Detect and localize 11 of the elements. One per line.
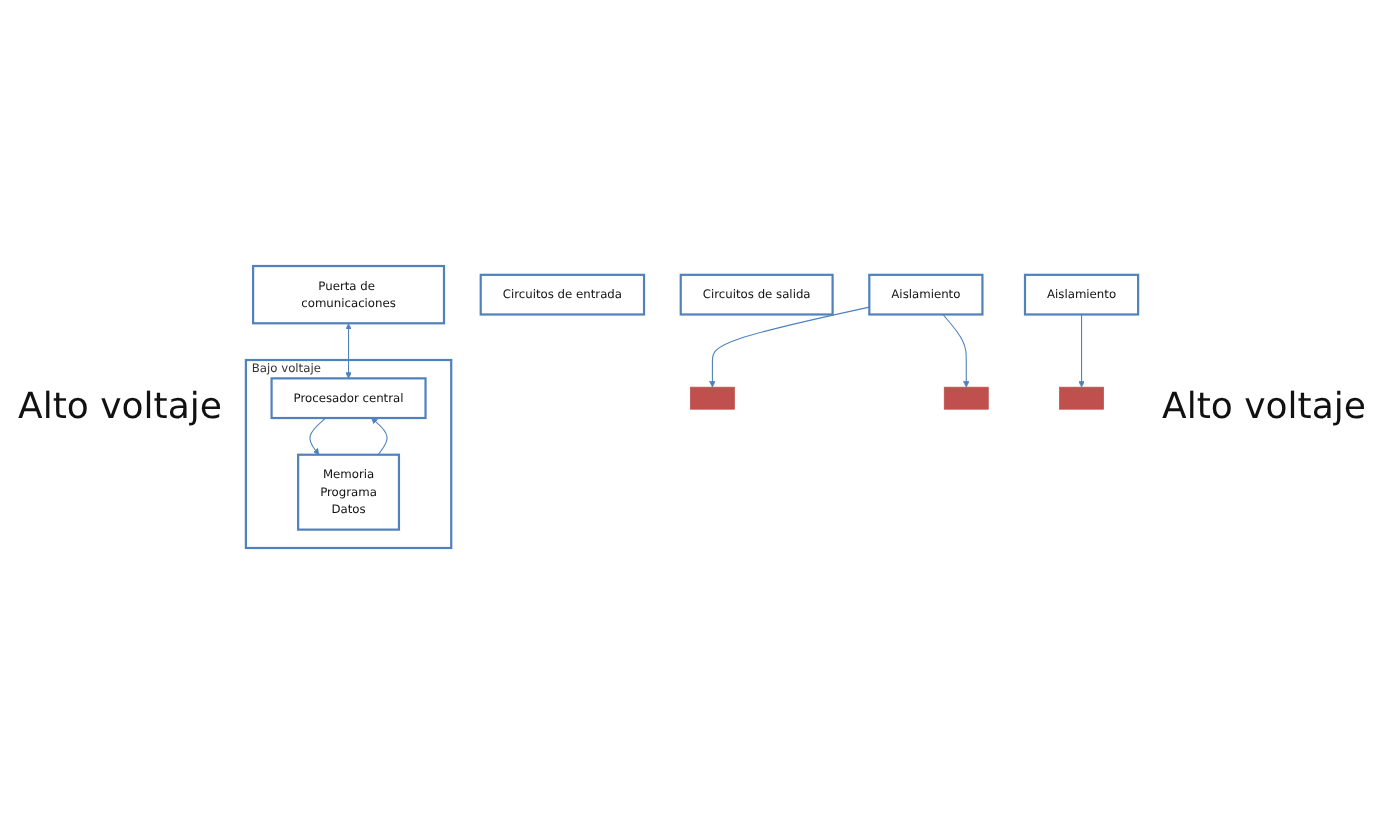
- voltage-label: Alto voltaje: [1162, 384, 1366, 432]
- node-bar: [1059, 386, 1104, 410]
- arrow: [309, 417, 327, 455]
- arrow: [371, 417, 388, 456]
- arrow: [709, 306, 870, 388]
- arrow: [942, 313, 970, 388]
- node-bar: [943, 386, 989, 410]
- arrow: [1078, 313, 1085, 388]
- arrow: [345, 323, 352, 379]
- voltage-label: Alto voltaje: [18, 384, 222, 432]
- node-bar: [690, 386, 735, 410]
